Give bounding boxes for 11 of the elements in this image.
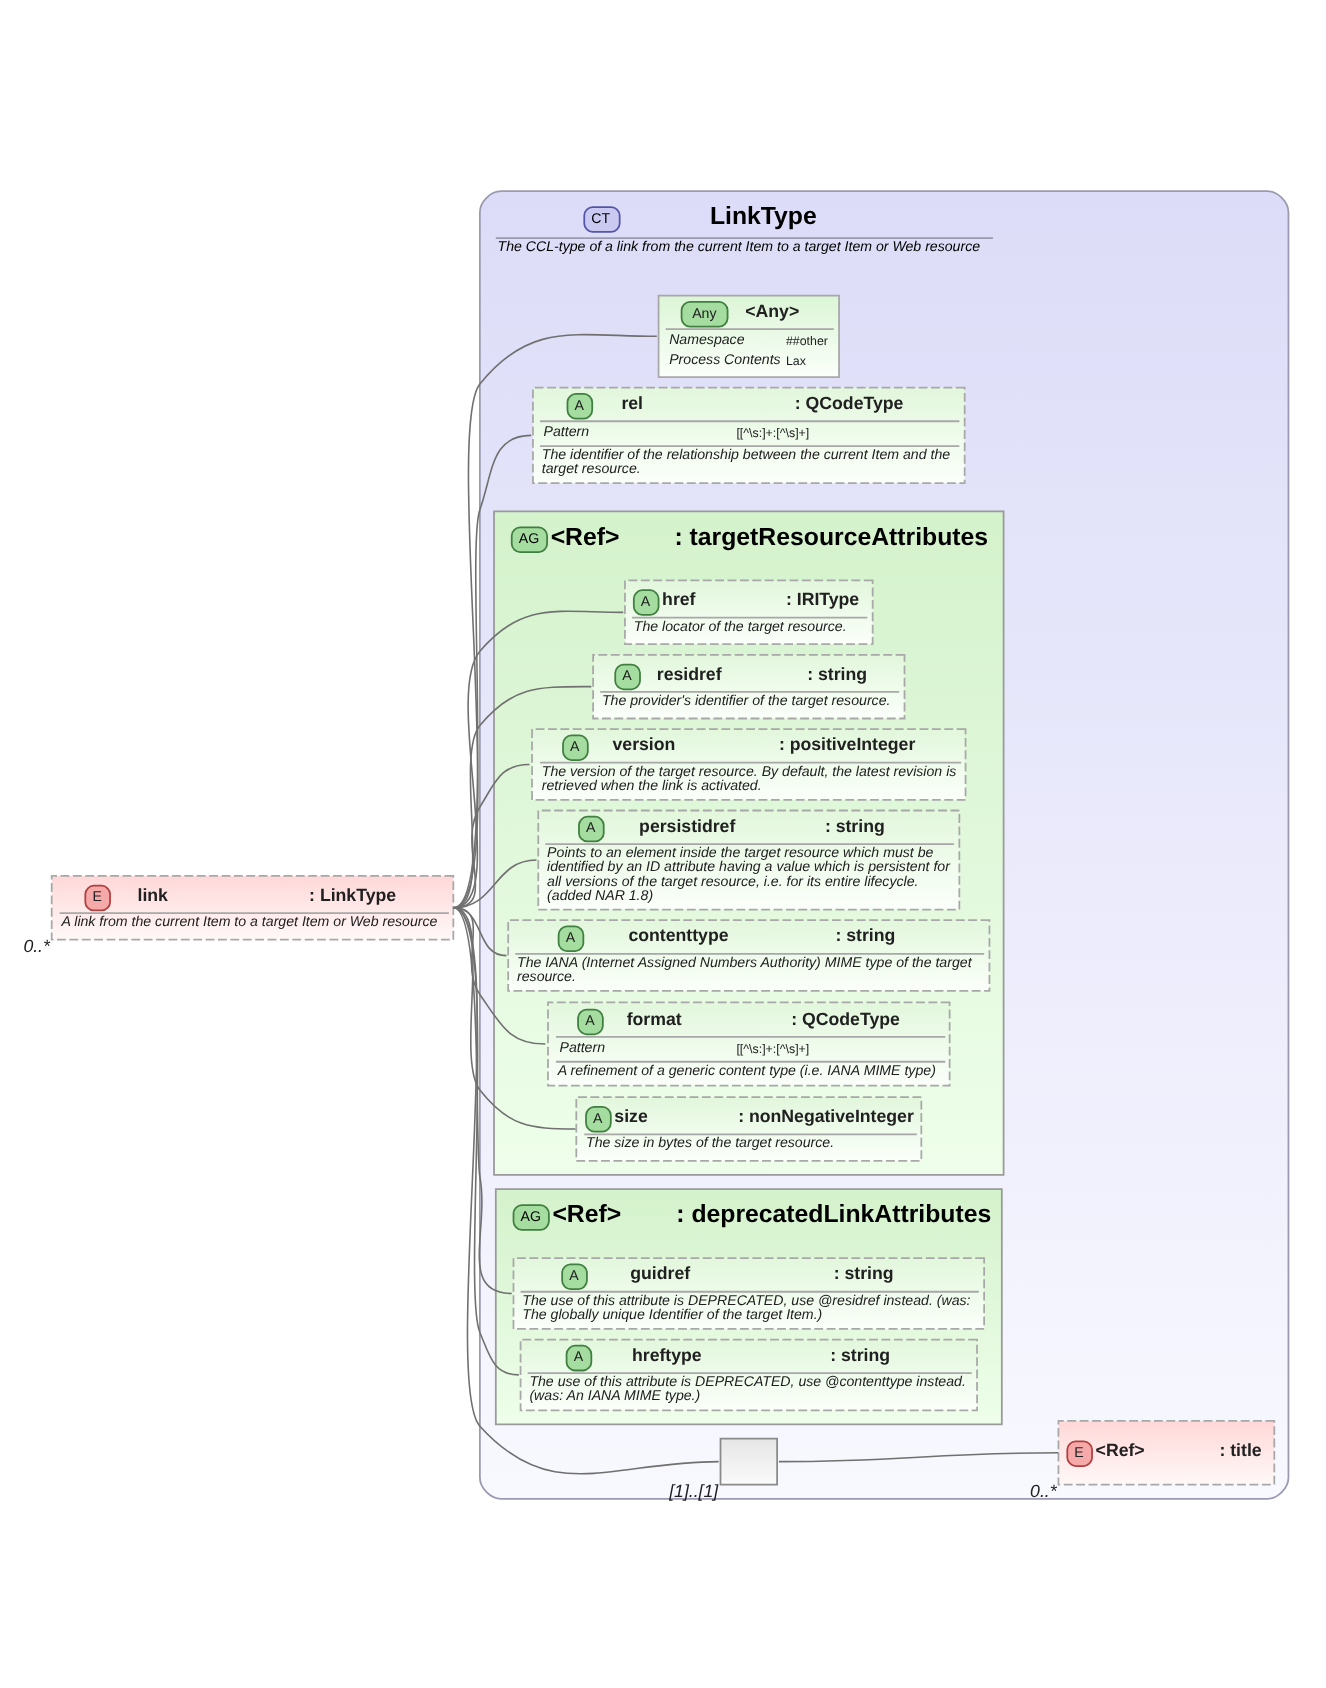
connector [452, 906, 513, 1294]
node-label: 0..* [23, 935, 50, 956]
connector [452, 609, 624, 908]
connector [452, 906, 720, 1474]
connector [452, 684, 593, 908]
connector [778, 1450, 1060, 1462]
connector [452, 433, 532, 908]
connector [452, 906, 520, 1375]
node-box [719, 1436, 778, 1485]
node-label: [1]..[1] [669, 1480, 719, 1500]
node-label: 0..* [1030, 1480, 1057, 1500]
